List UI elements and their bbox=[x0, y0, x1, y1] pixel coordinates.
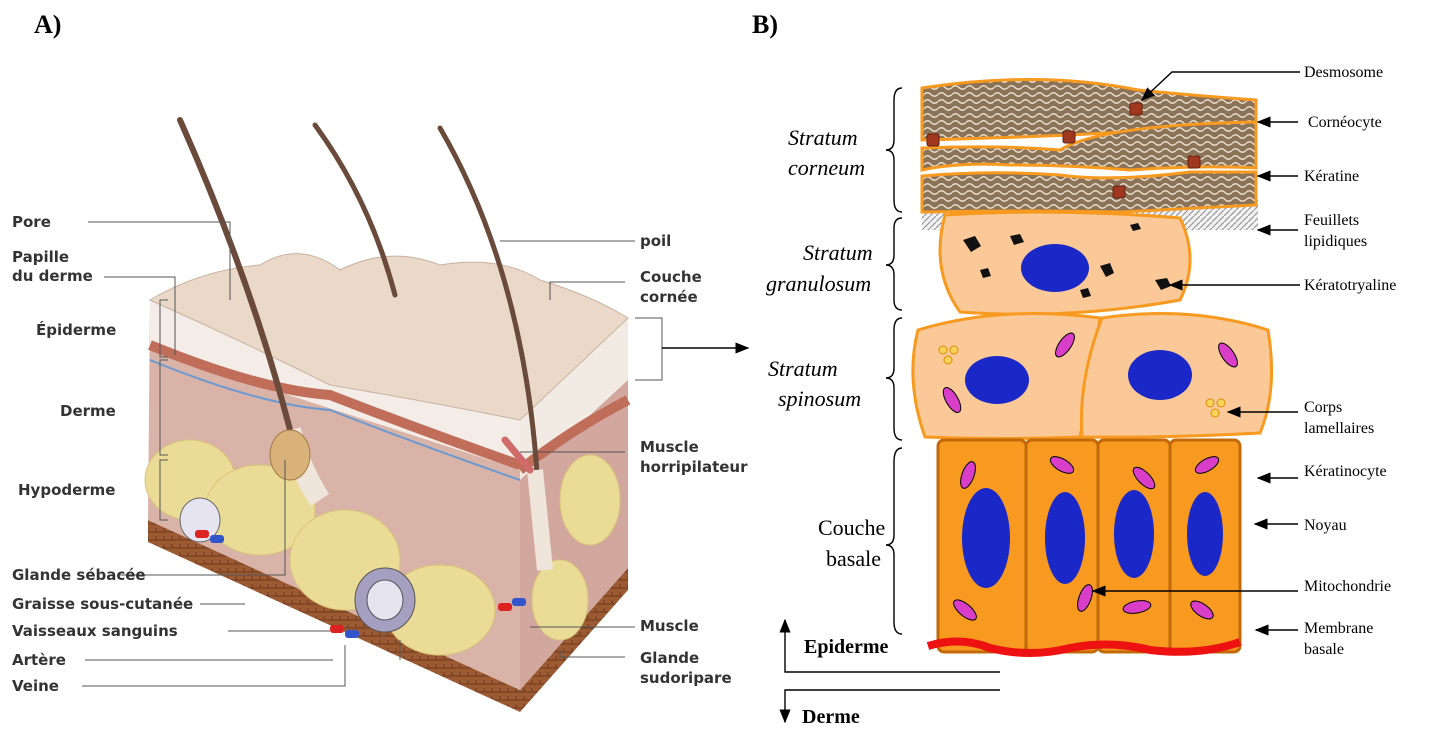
label-hypoderme: Hypoderme bbox=[18, 481, 116, 499]
couche-basale-graphic bbox=[928, 440, 1240, 653]
label-keratine: Kératine bbox=[1304, 168, 1359, 185]
panel-b-label: B) bbox=[752, 10, 778, 39]
label-corneocyte: Cornéocyte bbox=[1308, 114, 1382, 131]
label-glande-s-2: sudoripare bbox=[640, 669, 732, 687]
label-muscle-h-2: horripilateur bbox=[640, 458, 748, 476]
stratum-granulosum-graphic bbox=[940, 212, 1190, 314]
layer-spinosum-2: spinosum bbox=[778, 386, 861, 411]
label-papille-2: du derme bbox=[12, 267, 93, 285]
panel-a-label: A) bbox=[34, 10, 61, 39]
label-veine: Veine bbox=[12, 677, 59, 695]
label-pore: Pore bbox=[12, 213, 51, 231]
label-keratotryaline: Kératotryaline bbox=[1304, 277, 1396, 294]
label-membrane-2: basale bbox=[1304, 641, 1344, 658]
layer-granulosum-1: Stratum bbox=[803, 240, 873, 265]
label-corps-2: lamellaires bbox=[1304, 420, 1374, 437]
label-couche-2: cornée bbox=[640, 288, 698, 306]
label-muscle-h-1: Muscle bbox=[640, 438, 699, 456]
label-noyau: Noyau bbox=[1304, 517, 1347, 534]
label-epiderme-b: Epiderme bbox=[804, 636, 889, 658]
layer-spinosum-1: Stratum bbox=[768, 356, 838, 381]
label-glande-sebacee: Glande sébacée bbox=[12, 566, 146, 584]
label-vaisseaux: Vaisseaux sanguins bbox=[12, 622, 178, 640]
label-couche-1: Couche bbox=[640, 268, 702, 286]
label-poil: poil bbox=[640, 232, 671, 250]
label-corps-1: Corps bbox=[1304, 399, 1342, 416]
label-epiderme: Épiderme bbox=[36, 320, 116, 339]
layer-braces bbox=[886, 88, 902, 634]
label-keratinocyte: Kératinocyte bbox=[1304, 463, 1387, 480]
stratum-corneum-graphic bbox=[922, 79, 1258, 230]
layer-basale-1: Couche bbox=[818, 515, 885, 540]
label-papille-1: Papille bbox=[12, 248, 69, 266]
layer-basale-2: basale bbox=[826, 546, 881, 571]
label-membrane-1: Membrane bbox=[1304, 620, 1373, 637]
skin-block-illustration bbox=[145, 120, 628, 712]
layer-corneum-1: Stratum bbox=[788, 125, 858, 150]
layer-granulosum-2: granulosum bbox=[766, 271, 871, 296]
label-desmosome: Desmosome bbox=[1304, 64, 1383, 81]
label-glande-s-1: Glande bbox=[640, 649, 699, 667]
label-feuillets-2: lipidiques bbox=[1304, 233, 1367, 250]
layer-corneum-2: corneum bbox=[788, 155, 865, 180]
label-artere: Artère bbox=[12, 651, 66, 669]
stratum-spinosum-graphic bbox=[913, 314, 1272, 439]
label-feuillets-1: Feuillets bbox=[1304, 212, 1359, 229]
label-mitochondrie: Mitochondrie bbox=[1304, 578, 1391, 595]
label-derme-b: Derme bbox=[802, 706, 860, 728]
label-derme: Derme bbox=[60, 402, 116, 420]
label-graisse: Graisse sous-cutanée bbox=[12, 595, 193, 613]
label-muscle: Muscle bbox=[640, 617, 699, 635]
